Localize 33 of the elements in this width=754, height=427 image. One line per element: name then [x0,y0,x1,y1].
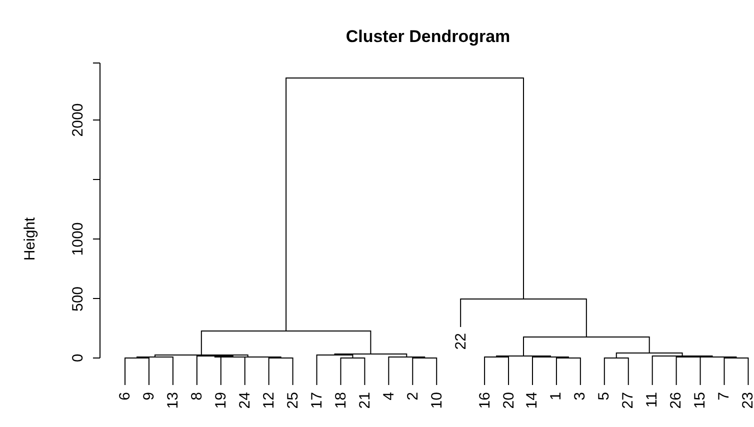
leaf-label: 20 [501,392,516,409]
leaf-label: 19 [213,392,228,409]
leaf-label: 17 [309,392,324,409]
leaf-label: 11 [644,392,660,408]
leaf-label: 8 [189,392,204,400]
leaf-label: 14 [524,392,540,409]
tick-label: 2000 [70,103,86,137]
leaf-label: 24 [237,392,252,409]
leaf-label: 26 [668,392,684,409]
chart-title: Cluster Dendrogram [346,27,510,47]
leaf-label: 13 [165,392,180,409]
leaf-label: 22 [453,333,468,350]
leaf-label: 15 [692,392,708,409]
leaf-label: 23 [740,392,754,409]
axis-title: Height [22,217,38,261]
leaf-label: 12 [261,392,276,409]
leaf-label: 10 [429,392,444,409]
leaf-label: 25 [285,392,300,409]
tick-label: 1000 [70,222,86,256]
leaf-label: 4 [381,392,396,400]
leaf-label: 2 [405,392,420,400]
leaf-label: 3 [572,392,588,400]
tick-label: 500 [70,286,86,312]
leaf-label: 7 [716,392,732,400]
tick-label: 0 [70,354,86,362]
leaf-label: 18 [333,392,348,409]
leaf-label: 6 [118,392,132,400]
leaf-label: 9 [141,392,156,400]
leaf-label: 5 [596,392,612,400]
leaf-label: 16 [477,392,492,409]
leaf-label: 21 [357,392,372,409]
leaf-label: 1 [548,392,564,400]
leaf-label: 27 [620,392,636,409]
